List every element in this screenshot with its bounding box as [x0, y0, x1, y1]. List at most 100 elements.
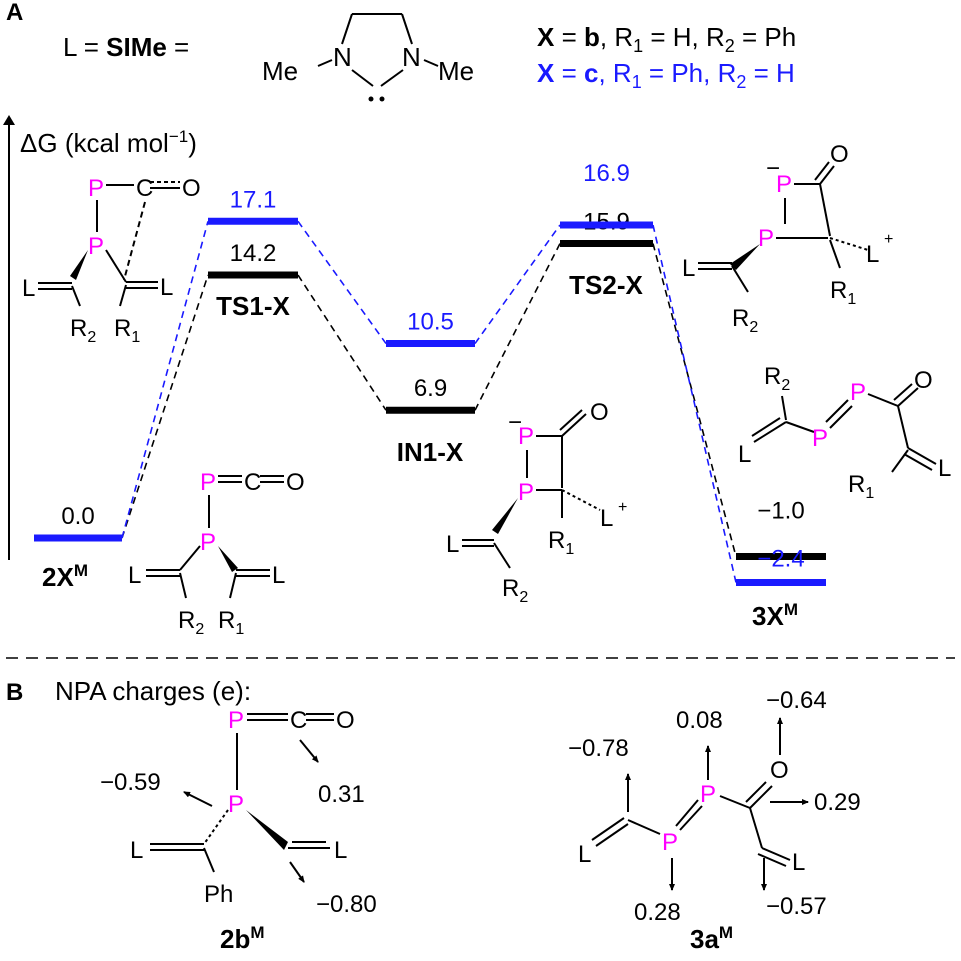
- svg-text:P: P: [228, 791, 244, 818]
- svg-text:L: L: [600, 505, 613, 532]
- panel-b-title: NPA charges (e):: [55, 676, 251, 706]
- legend-b: X = b, R1 = H, R2 = Ph: [537, 22, 796, 56]
- charge-3a-4: 0.28: [634, 899, 681, 926]
- svg-text:R2: R2: [178, 607, 204, 638]
- legend: X = b, R1 = H, R2 = Ph X = c, R1 = Ph, R…: [537, 22, 796, 92]
- svg-text:P: P: [228, 707, 244, 734]
- name-3aM: 3aM: [690, 923, 733, 954]
- value-label-c-2: 10.5: [407, 309, 454, 336]
- svg-text:R1: R1: [848, 471, 874, 502]
- panel-b-label: B: [6, 679, 23, 706]
- svg-text:C: C: [244, 469, 261, 496]
- svg-text:L: L: [128, 562, 141, 589]
- ligand-definition: L = SIMe = N N Me Me: [63, 13, 474, 102]
- charge-2b-2: −0.80: [316, 891, 377, 918]
- connector-c-0: [121, 221, 209, 539]
- svg-text:R1: R1: [548, 527, 574, 558]
- charge-3a-2: −0.64: [766, 687, 827, 714]
- svg-text:P: P: [662, 829, 678, 856]
- svg-text:P: P: [518, 479, 534, 506]
- connector-b-3: [652, 243, 737, 557]
- svg-text:−: −: [508, 409, 522, 436]
- svg-text:P: P: [776, 171, 792, 198]
- structure-3X: R2 L P P O L R1: [738, 363, 951, 502]
- svg-text:O: O: [770, 757, 789, 784]
- svg-text:N: N: [333, 42, 352, 72]
- svg-text:R2: R2: [502, 575, 528, 606]
- svg-text:P: P: [758, 225, 774, 252]
- value-label-b-0: 0.0: [61, 503, 94, 530]
- charge-3a-3: 0.29: [814, 789, 861, 816]
- structure-in1: − P O P L + R1 L R2: [446, 399, 627, 606]
- svg-text:L: L: [446, 531, 459, 558]
- svg-text:P: P: [88, 175, 104, 202]
- svg-text:Me: Me: [438, 56, 474, 86]
- state-label-IN1: IN1-X: [397, 437, 464, 467]
- structure-2X: P C O P L R2 L R1: [128, 469, 305, 638]
- svg-text:O: O: [336, 707, 355, 734]
- svg-text:R2: R2: [732, 305, 758, 336]
- value-label-b-4: −1.0: [757, 498, 804, 525]
- connector-b-1: [297, 274, 387, 411]
- simE-carbene-structure: N N Me Me: [262, 13, 474, 102]
- value-label-c-3: 16.9: [583, 160, 630, 187]
- state-label-TS1: TS1-X: [216, 291, 290, 321]
- svg-text:O: O: [830, 141, 849, 168]
- svg-text:P: P: [200, 469, 216, 496]
- connector-c-2: [474, 224, 561, 345]
- value-label-b-2: 6.9: [414, 375, 447, 402]
- connector-b-0: [121, 274, 209, 539]
- svg-text:C: C: [290, 707, 307, 734]
- svg-text:C: C: [136, 175, 153, 202]
- svg-text:L = SIMe =: L = SIMe =: [63, 32, 189, 62]
- svg-text:+: +: [618, 499, 627, 516]
- connector-c-3: [652, 224, 737, 583]
- charge-arrow-2b-c2: [289, 861, 305, 883]
- svg-text:P: P: [88, 233, 104, 260]
- svg-text:R1: R1: [218, 607, 244, 638]
- name-2bM: 2bM: [220, 923, 265, 954]
- svg-text:L: L: [738, 441, 751, 468]
- svg-text:L: L: [578, 841, 591, 868]
- svg-text:+: +: [884, 231, 893, 248]
- panel-a-label: A: [6, 0, 23, 26]
- charge-arrow-2b-p: [183, 791, 213, 807]
- svg-text:O: O: [590, 399, 609, 426]
- svg-text:R1: R1: [114, 315, 140, 346]
- state-label-3X: 3XM: [752, 600, 798, 631]
- charge-3a-5: −0.57: [766, 893, 827, 920]
- state-label-TS2: TS2-X: [569, 270, 643, 300]
- svg-text:O: O: [182, 175, 201, 202]
- svg-text:R2: R2: [70, 315, 96, 346]
- value-label-c-4: −2.4: [757, 545, 804, 572]
- svg-text:O: O: [914, 367, 933, 394]
- svg-text:L: L: [130, 837, 143, 864]
- svg-text:R1: R1: [830, 277, 856, 308]
- svg-text:L: L: [272, 562, 285, 589]
- state-label-2X: 2XM: [42, 561, 88, 592]
- structure-ts1: P C O P L R2 L R1: [22, 175, 201, 346]
- svg-text:L: L: [160, 274, 173, 301]
- charge-2b-0: −0.59: [100, 769, 161, 796]
- charge-3a-1: 0.08: [676, 707, 723, 734]
- value-label-c-1: 17.1: [230, 186, 277, 213]
- svg-text:L: L: [866, 241, 879, 268]
- structure-3aM: O L P P L: [578, 757, 805, 876]
- charge-arrow-2b-c: [299, 739, 319, 763]
- svg-text:N: N: [402, 42, 421, 72]
- charge-2b-1: 0.31: [318, 781, 365, 808]
- svg-text:L: L: [938, 455, 951, 482]
- svg-text:P: P: [200, 529, 216, 556]
- y-axis-label: ΔG (kcal mol−1): [20, 127, 197, 158]
- structure-2bM: P C O P L Ph L: [130, 707, 355, 908]
- svg-text:P: P: [812, 425, 828, 452]
- svg-text:R2: R2: [764, 363, 790, 394]
- charge-3a-0: −0.78: [568, 735, 629, 762]
- value-label-b-1: 14.2: [230, 240, 277, 267]
- svg-text:Ph: Ph: [204, 881, 233, 908]
- svg-text:P: P: [700, 781, 716, 808]
- svg-text:L: L: [682, 255, 695, 282]
- svg-text:−: −: [766, 155, 780, 182]
- connector-b-2: [474, 243, 561, 411]
